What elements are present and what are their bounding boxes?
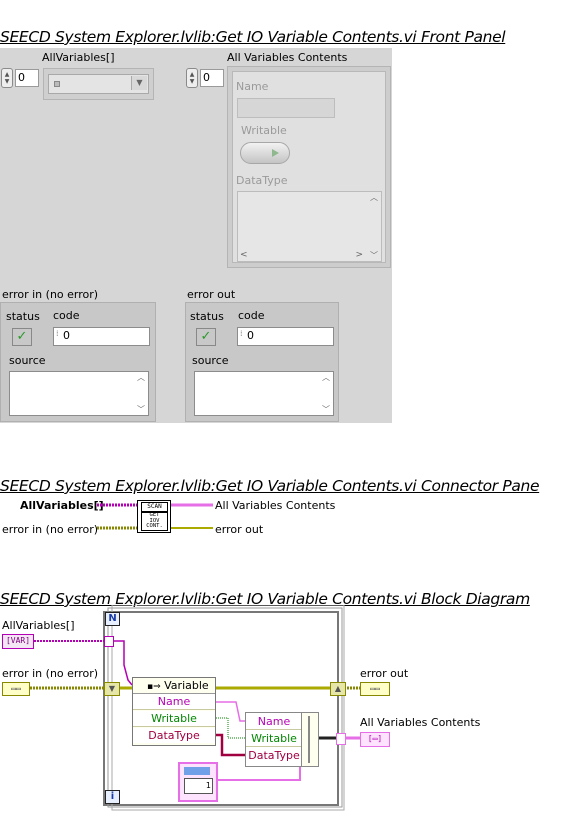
bd-all-variables-label: AllVariables[] (2, 619, 75, 632)
name-label: Name (236, 80, 269, 93)
status-check-icon: ✓ (196, 328, 216, 346)
error-in-source-label: source (9, 354, 46, 367)
property-name-row[interactable]: Name (133, 694, 215, 710)
all-variables-index[interactable]: ▲▼ 0 (1, 68, 39, 88)
variable-cluster: Name Writable DataType ︿﹀ < > (232, 71, 386, 263)
front-panel: AllVariables[] ▲▼ 0 ▼ All Variables Cont… (0, 48, 392, 423)
bundle-datatype-row[interactable]: DataType (246, 748, 302, 763)
bd-error-out-label: error out (360, 667, 409, 680)
error-out-terminal-icon[interactable]: ▭▭ (360, 682, 390, 696)
vi-icon[interactable]: SCAN GET IOV CONT. (137, 500, 171, 533)
property-datatype-row[interactable]: DataType (133, 728, 215, 743)
diagram-wires (30, 605, 360, 811)
error-out-code-value: 0 (247, 329, 254, 342)
chevron-down-icon[interactable]: ﹀ (370, 251, 378, 260)
constant-header-icon (184, 767, 210, 775)
all-variables-label: AllVariables[] (42, 51, 115, 64)
error-out-source-label: source (192, 354, 229, 367)
chevron-down-icon[interactable]: ﹀ (322, 405, 330, 414)
all-variables-contents-index-value[interactable]: 0 (200, 69, 224, 87)
cp-all-variables-contents-label: All Variables Contents (215, 499, 336, 512)
vertical-scrollbar[interactable]: ︿﹀ (134, 372, 148, 415)
all-variables-contents-array: Name Writable DataType ︿﹀ < > (227, 66, 391, 268)
property-node-class: Variable (164, 679, 209, 692)
bundle-node[interactable]: Name Writable DataType (245, 712, 303, 767)
error-in-code-label: code (53, 309, 80, 322)
refnum-icon (54, 81, 60, 87)
bd-error-in-label: error in (no error) (2, 667, 99, 680)
chevron-down-icon[interactable]: ﹀ (137, 405, 145, 414)
icon-text: GET IOV CONT. (141, 512, 168, 531)
cp-error-in-label: error in (no error) (2, 523, 99, 536)
all-variables-contents-label: All Variables Contents (227, 51, 348, 64)
reference-icon: ▪⇒ (147, 682, 161, 692)
bundle-writable-row[interactable]: Writable (246, 731, 302, 747)
all-variables-array: ▼ (43, 68, 154, 100)
bundle-by-name-icon[interactable] (301, 712, 319, 767)
datatype-variant-box[interactable]: ︿﹀ < > (237, 191, 382, 262)
name-string[interactable] (237, 98, 335, 118)
all-variables-contents-index[interactable]: ▲▼ 0 (186, 68, 224, 88)
icon-line-get: GET (149, 512, 160, 518)
writable-label: Writable (241, 124, 287, 137)
error-tunnel-in-icon[interactable]: ▼ (104, 682, 120, 696)
numeric-increment-icon[interactable]: ⁞ (56, 329, 59, 338)
error-out-code-field: ⁞ 0 (237, 327, 334, 346)
chevron-up-icon[interactable]: ︿ (137, 373, 145, 382)
property-node-header[interactable]: ▪⇒ Variable (133, 678, 215, 694)
error-in-status-label: status (6, 310, 40, 323)
bundle-divider-icon (308, 716, 310, 763)
vertical-scrollbar[interactable]: ︿﹀ (367, 192, 381, 261)
loop-count-terminal[interactable]: N (105, 612, 120, 626)
chevron-up-icon[interactable]: ︿ (322, 373, 330, 382)
led-indicator-icon (272, 149, 279, 157)
error-in-terminal-icon[interactable]: ▭▭ (2, 682, 30, 696)
all-variables-terminal[interactable]: [VAR] (2, 634, 34, 649)
error-out-source-field[interactable]: ︿﹀ (194, 371, 334, 416)
cp-error-out-label: error out (215, 523, 264, 536)
cp-all-variables-label: AllVariables[] (20, 499, 104, 512)
cluster-constant[interactable]: 1 (178, 762, 218, 802)
connector-pane-title: SEECD System Explorer.lvlib:Get IO Varia… (0, 477, 540, 495)
error-out-status-label: status (190, 310, 224, 323)
index-spinner-icon[interactable]: ▲▼ (186, 68, 198, 88)
chevron-right-icon[interactable]: > (355, 250, 363, 260)
error-in-code-value: 0 (63, 329, 70, 342)
vertical-scrollbar[interactable]: ︿﹀ (319, 372, 333, 415)
numeric-increment-icon: ⁞ (240, 329, 243, 338)
loop-index-terminal: i (105, 790, 120, 804)
status-check-icon[interactable]: ✓ (12, 328, 32, 346)
connector-wires (97, 503, 213, 530)
bundle-name-row[interactable]: Name (246, 714, 302, 730)
index-spinner-icon[interactable]: ▲▼ (1, 68, 13, 88)
constant-value[interactable]: 1 (184, 778, 213, 794)
chevron-left-icon[interactable]: < (240, 250, 248, 260)
icon-line-cont: CONT. (146, 523, 163, 529)
error-in-source-field[interactable]: ︿﹀ (9, 371, 149, 416)
io-variable-refnum[interactable]: ▼ (48, 74, 149, 94)
error-in-cluster: status code ✓ ⁞ 0 source ︿﹀ (0, 302, 156, 422)
property-writable-row[interactable]: Writable (133, 711, 215, 727)
auto-index-tunnel-in-icon[interactable] (104, 636, 114, 647)
error-out-code-label: code (238, 309, 265, 322)
icon-line-iov: IOV (149, 517, 160, 524)
block-diagram-title: SEECD System Explorer.lvlib:Get IO Varia… (0, 590, 530, 608)
all-variables-index-value[interactable]: 0 (15, 69, 39, 87)
scan-badge: SCAN (141, 502, 168, 512)
error-in-label: error in (no error) (2, 288, 99, 301)
error-out-label: error out (187, 288, 236, 301)
variable-property-node[interactable]: ▪⇒ Variable Name Writable DataType (132, 677, 216, 746)
error-tunnel-out-icon[interactable]: ▲ (330, 682, 346, 696)
error-out-cluster: status code ✓ ⁞ 0 source ︿﹀ (185, 302, 339, 422)
bd-all-variables-contents-label: All Variables Contents (360, 716, 481, 729)
chevron-up-icon[interactable]: ︿ (370, 193, 378, 202)
chevron-down-icon[interactable]: ▼ (131, 76, 147, 90)
datatype-label: DataType (236, 174, 288, 187)
front-panel-title: SEECD System Explorer.lvlib:Get IO Varia… (0, 28, 506, 46)
all-variables-contents-terminal-icon[interactable]: [▭] (360, 732, 390, 747)
auto-index-tunnel-out-icon[interactable] (336, 733, 346, 745)
writable-toggle[interactable] (240, 142, 290, 164)
error-in-code-field[interactable]: ⁞ 0 (53, 327, 150, 346)
